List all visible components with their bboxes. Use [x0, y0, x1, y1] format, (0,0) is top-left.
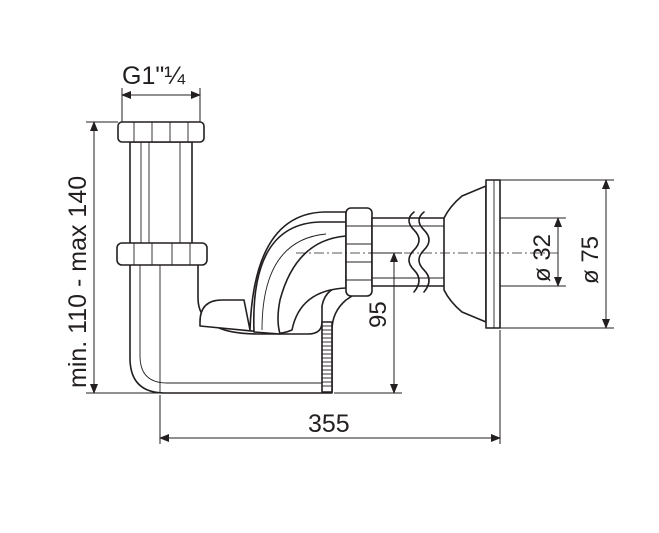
outlet-diameter-label: ø 32 [529, 234, 556, 282]
corrugated-pipe [321, 321, 333, 393]
dimension-height-range: min. 110 - max 140 [64, 121, 160, 394]
height-range-label: min. 110 - max 140 [64, 176, 92, 388]
top-union-nut [117, 121, 205, 143]
dimension-rosette-diameter: ø 75 [500, 179, 614, 329]
horizontal-length-label: 355 [308, 410, 350, 438]
elbow-bend [253, 221, 347, 335]
middle-union-nut [116, 242, 208, 266]
dimension-outlet-diameter: ø 32 [500, 217, 566, 287]
inlet-tube [129, 141, 193, 247]
rosette-diameter-label: ø 75 [577, 236, 604, 284]
thread-size-label: G1"¼ [122, 62, 186, 90]
dimension-seal-height: 95 [334, 252, 402, 394]
trap-body [116, 121, 560, 394]
dimension-horizontal-length: 355 [159, 330, 501, 444]
outlet-union-nut [345, 207, 373, 297]
dimension-thread-size: G1"¼ [121, 62, 201, 122]
outlet-pipe [371, 211, 453, 293]
trap-bowl [129, 263, 353, 394]
wall-rosette [443, 179, 501, 329]
seal-height-label: 95 [365, 301, 392, 328]
